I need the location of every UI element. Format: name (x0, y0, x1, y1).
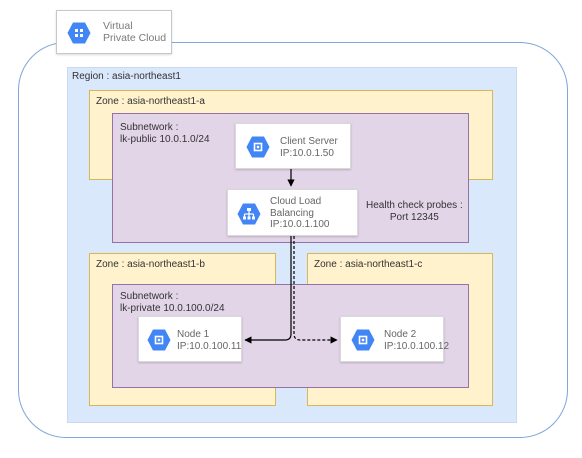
zone-b-label: Zone : asia-northeast1-b (96, 259, 205, 270)
zone-c-label: Zone : asia-northeast1-c (314, 259, 423, 270)
health-check-label: Health check probes : Port 12345 (366, 200, 463, 223)
subnet-private-label: Subnetwork : lk-private 10.0.100.0/24 (120, 291, 225, 314)
client-server-card[interactable]: Client Server IP:10.0.1.50 (235, 123, 351, 169)
subnet-public-label: Subnetwork : lk-public 10.0.1.0/24 (120, 122, 210, 145)
node-2-card[interactable]: Node 2 IP:10.0.100.12 (340, 316, 449, 362)
vpc-card[interactable]: Virtual Private Cloud (56, 10, 172, 54)
zone-a-label: Zone : asia-northeast1-a (96, 96, 205, 107)
edge-lb-to-node1 (244, 236, 292, 344)
compute-engine-icon (147, 329, 171, 351)
vpc-label: Virtual Private Cloud (103, 20, 167, 44)
edge-lb-to-node2 (293, 236, 338, 344)
compute-engine-icon (246, 136, 270, 158)
load-balancer-card[interactable]: Cloud Load Balancing IP:10.0.1.100 (227, 189, 358, 236)
node-1-card[interactable]: Node 1 IP:10.0.100.11 (138, 316, 242, 362)
load-balancing-icon (237, 203, 261, 225)
region-label: Region : asia-northeast1 (72, 71, 181, 82)
load-balancer-text: Cloud Load Balancing IP:10.0.1.100 (270, 196, 330, 230)
vpc-icon (67, 22, 91, 44)
client-server-text: Client Server IP:10.0.1.50 (280, 136, 338, 159)
node-2-text: Node 2 IP:10.0.100.12 (384, 329, 450, 352)
compute-engine-icon (351, 329, 375, 351)
node-1-text: Node 1 IP:10.0.100.11 (177, 329, 242, 352)
